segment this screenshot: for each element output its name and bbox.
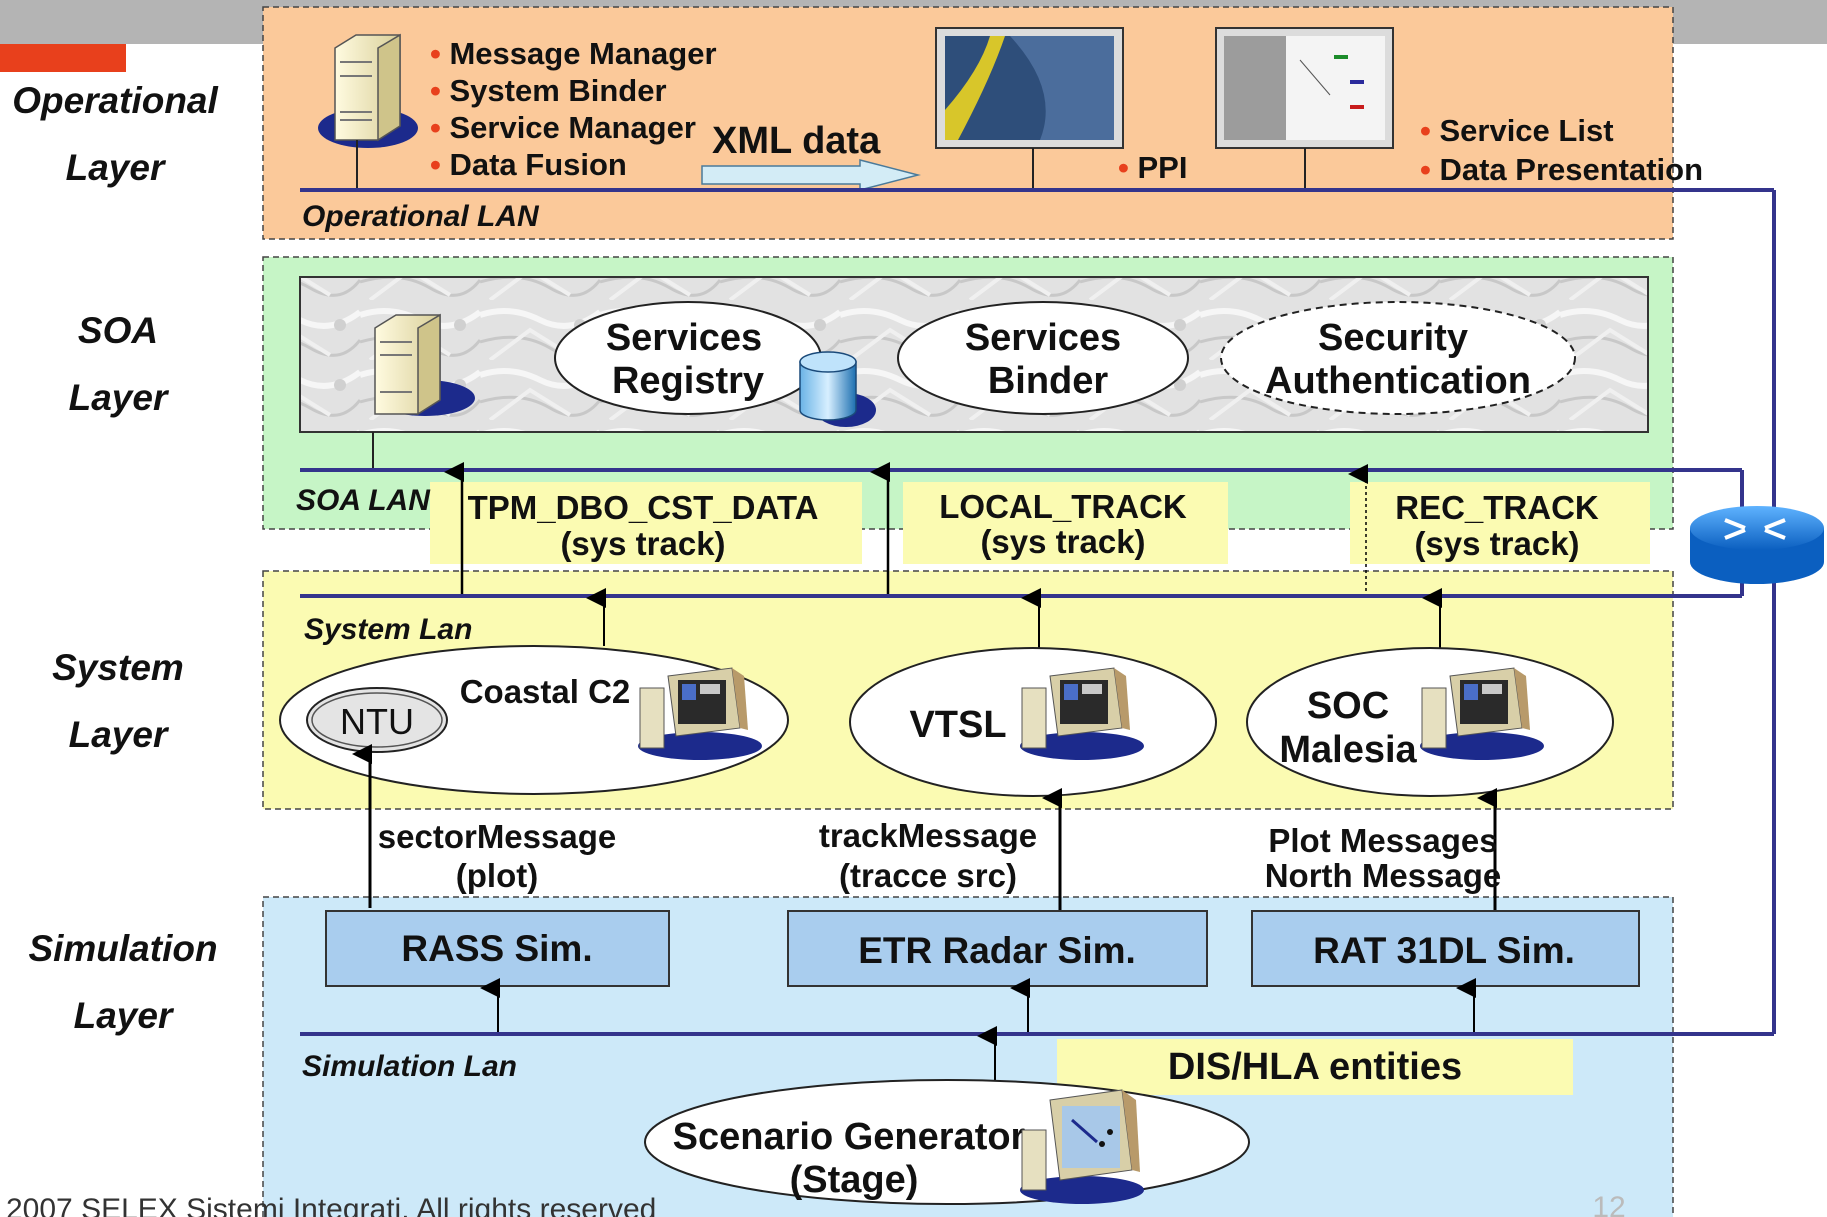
- system-layer-title: System: [52, 647, 184, 688]
- soa-layer-title: SOA: [78, 310, 158, 351]
- page-number: 12: [1592, 1191, 1625, 1217]
- scenario-workstation-icon: [1020, 1089, 1144, 1204]
- system-layer-sub: Layer: [69, 714, 170, 755]
- ntu-node-ring: [311, 692, 443, 748]
- ppi-label: • PPI: [1118, 150, 1187, 185]
- data-presentation-screen-icon: [1215, 27, 1394, 149]
- header-accent: [0, 44, 126, 72]
- track-message-label: trackMessage: [819, 817, 1037, 854]
- soa-lan-label: SOA LAN: [296, 484, 431, 517]
- tpm-label-bg: [430, 482, 862, 564]
- database-icon: [799, 351, 876, 427]
- local-label-bg: [903, 482, 1228, 564]
- etr-radar-sim-label: ETR Radar Sim.: [858, 930, 1136, 971]
- function-item: • Service Manager: [430, 110, 696, 145]
- soa-server-icon: [374, 313, 475, 416]
- services-binder-node: [897, 301, 1189, 415]
- workstation-icon: [1420, 667, 1544, 760]
- local-track-sub: (sys track): [980, 523, 1145, 560]
- copyright-footer: 2007 SELEX Sistemi Integrati. All rights…: [6, 1193, 656, 1217]
- rass-sim-box: [325, 910, 670, 987]
- coastal-c2-node: [279, 645, 789, 795]
- operational-lan-label: Operational LAN: [302, 200, 540, 233]
- operational-layer-title: Operational: [12, 80, 218, 121]
- vtsl-label: VTSL: [909, 704, 1006, 746]
- ppi-display-icon: [935, 27, 1124, 149]
- rec-track-label: REC_TRACK: [1395, 489, 1599, 526]
- rat-sim-box: [1251, 910, 1640, 987]
- sector-message-label: sectorMessage: [378, 818, 616, 855]
- sector-message-sub: (plot): [456, 857, 538, 894]
- soa-layer-sub: Layer: [69, 377, 170, 418]
- tpm-flow-label: TPM_DBO_CST_DATA: [468, 489, 819, 526]
- soc-label: SOC: [1307, 685, 1389, 727]
- workstation-icon: [638, 667, 762, 760]
- system-lan-label: System Lan: [304, 613, 472, 646]
- plot-messages-label: Plot Messages: [1268, 822, 1497, 859]
- server-icon: [318, 33, 418, 148]
- xml-data-label: XML data: [712, 120, 881, 162]
- soc-label: Malesia: [1279, 729, 1417, 771]
- scenario-generator-sub: (Stage): [790, 1159, 919, 1201]
- tpm-flow-sub: (sys track): [560, 525, 725, 562]
- services-binder-label: Binder: [988, 360, 1109, 402]
- rec-track-sub: (sys track): [1414, 525, 1579, 562]
- simulation-lan-label: Simulation Lan: [302, 1050, 517, 1083]
- services-binder-label: Services: [965, 317, 1121, 359]
- right-function-item: • Data Presentation: [1420, 152, 1703, 187]
- dis-label-bg: [1057, 1039, 1573, 1095]
- xml-arrow: [701, 159, 921, 191]
- rec-label-bg: [1350, 482, 1650, 564]
- scenario-generator-label: Scenario Generator: [673, 1116, 1026, 1158]
- simulation-layer-sub: Layer: [74, 995, 175, 1036]
- operational-layer-sub: Layer: [66, 147, 167, 188]
- etr-radar-sim-box: [787, 910, 1208, 987]
- router-icon: [1690, 506, 1824, 584]
- function-item: • Data Fusion: [430, 147, 627, 182]
- security-authentication-label: Authentication: [1265, 360, 1531, 402]
- local-track-label: LOCAL_TRACK: [939, 488, 1187, 525]
- simulation-layer-title: Simulation: [28, 928, 217, 969]
- security-authentication-label: Security: [1318, 317, 1468, 359]
- ntu-node: [306, 687, 448, 753]
- ntu-label: NTU: [340, 701, 414, 742]
- rat-sim-label: RAT 31DL Sim.: [1313, 930, 1575, 971]
- function-item: • Message Manager: [430, 36, 717, 71]
- services-registry-label: Services: [606, 317, 762, 359]
- dis-hla-label: DIS/HLA entities: [1168, 1046, 1462, 1088]
- track-message-sub: (tracce src): [839, 857, 1017, 894]
- services-registry-label: Registry: [612, 360, 764, 402]
- security-authentication-node: [1220, 301, 1576, 415]
- function-item: • System Binder: [430, 73, 667, 108]
- workstation-icon: [1020, 667, 1144, 760]
- north-message-label: North Message: [1265, 857, 1502, 894]
- right-function-item: • Service List: [1420, 113, 1614, 148]
- rass-sim-label: RASS Sim.: [401, 928, 592, 969]
- coastal-c2-label: Coastal C2: [460, 673, 631, 710]
